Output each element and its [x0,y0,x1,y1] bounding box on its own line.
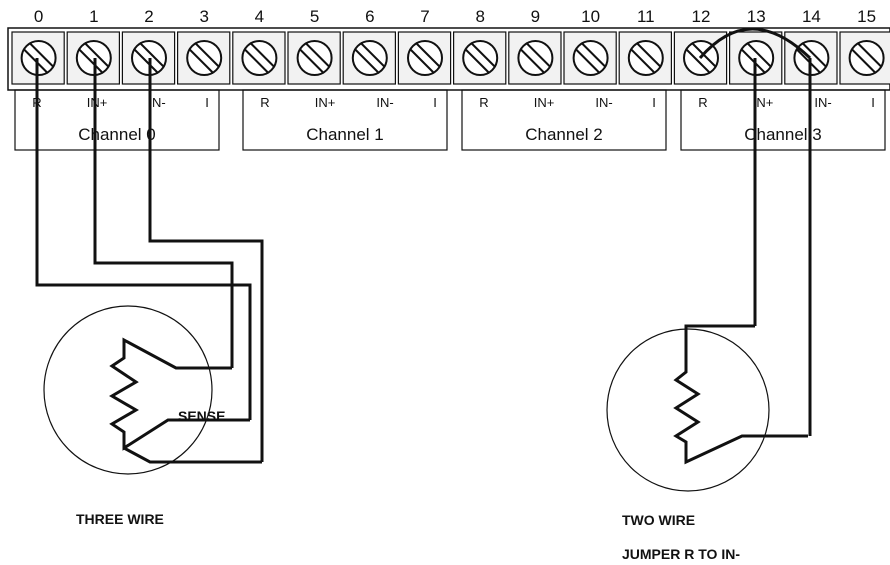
screw-slot [359,42,386,68]
screw-terminal-icon [241,40,278,76]
three-wire-rtd: SENSE [43,305,262,475]
screw-slot [249,42,276,68]
pin-label: I [871,95,875,110]
screw-slot [629,48,656,74]
two-wire-rtd-element [673,324,808,465]
channel-box [14,89,220,151]
pin-label: IN- [148,95,165,110]
screw-terminal-icon [407,40,443,76]
screw-terminal-icon [627,40,664,76]
screw-slot [685,48,711,74]
screw-slot [194,42,221,68]
screw-terminal-icon [462,40,499,76]
channel-label: Channel 2 [525,125,603,144]
screw-slot [139,42,165,68]
screw-slot [83,42,110,68]
screw-terminal-icon [296,40,333,76]
screw-slot [580,42,607,68]
two-wire-label: TWO WIRE [622,512,695,528]
wire-in-plus-channel-0 [93,58,234,368]
pin-label: IN- [595,95,612,110]
screw-slot [850,48,877,74]
terminal-number: 15 [857,7,876,26]
two-wire-rtd [606,27,812,492]
pin-label: R [260,95,269,110]
channel-label: Channel 3 [744,125,822,144]
screw-slot [415,42,441,68]
screw-terminal-icon [848,40,885,76]
terminal-number: 13 [747,7,766,26]
screw-slot [740,48,767,74]
terminal-number: 9 [531,7,540,26]
screw-slot [133,48,159,74]
screw-terminal-icon [572,40,609,76]
screw-slot [519,48,546,74]
channel-box [461,89,667,151]
three-wire-rtd-circle [43,305,213,475]
screw-slot [856,42,883,68]
two-wire-rtd-circle [606,328,770,492]
screw-slot [801,42,828,68]
channel-label: Channel 0 [78,125,156,144]
terminal-number: 12 [692,7,711,26]
screw-slot [298,48,325,74]
pin-label: I [652,95,656,110]
three-wire-leads [35,58,264,462]
terminal-number: 2 [144,7,153,26]
pin-label: R [479,95,488,110]
channel-label: Channel 1 [306,125,384,144]
pin-label: IN+ [315,95,336,110]
terminal-number: 11 [637,7,655,26]
screw-slot [353,48,380,74]
screw-slot [409,48,435,74]
three-wire-rtd-lower-lead [123,446,262,464]
pin-label: I [433,95,437,110]
pin-label: R [698,95,707,110]
wire-r-channel-0 [35,58,252,420]
screw-slot [243,48,270,74]
screw-slot [525,42,552,68]
terminal-number: 6 [365,7,374,26]
screw-terminal-icon [20,40,57,76]
terminal-number: 0 [34,7,43,26]
screw-terminal-icon [351,40,388,76]
screw-slot [464,48,491,74]
screw-terminal-icon [517,40,554,76]
terminal-number: 1 [89,7,98,26]
pin-label: IN+ [534,95,555,110]
pin-label: IN- [814,95,831,110]
screw-slot [635,42,662,68]
screw-slot [77,48,104,74]
terminal-number: 4 [255,7,264,26]
wire-in-minus-channel-0 [148,58,264,462]
screw-slot [28,42,55,68]
three-wire-rtd-element [109,337,250,451]
three-wire-label: THREE WIRE [76,511,164,527]
terminal-number: 10 [581,7,600,26]
channel-box [242,89,448,151]
screw-slot [304,42,331,68]
jumper-label: JUMPER R TO IN- [622,546,740,562]
channel-box [680,89,886,151]
pin-label: IN+ [87,95,108,110]
terminal-number: 8 [475,7,484,26]
pin-label: IN+ [753,95,774,110]
screw-slot [746,42,773,68]
screw-slot [470,42,497,68]
screw-terminal-icon [186,40,223,76]
jumper-r-to-in-minus [698,27,812,60]
terminal-number: 14 [802,7,821,26]
screw-slot [795,48,822,74]
screw-slot [574,48,601,74]
terminal-number: 7 [420,7,429,26]
pin-label: I [205,95,209,110]
screw-slot [188,48,215,74]
sense-label: SENSE [178,408,225,424]
terminal-number: 3 [199,7,208,26]
pin-label: IN- [376,95,393,110]
channel-label-boxes: R IN+ IN- I Channel 0 R IN+ IN- I Channel 1 R IN+ IN… [14,89,886,151]
terminal-number: 5 [310,7,319,26]
